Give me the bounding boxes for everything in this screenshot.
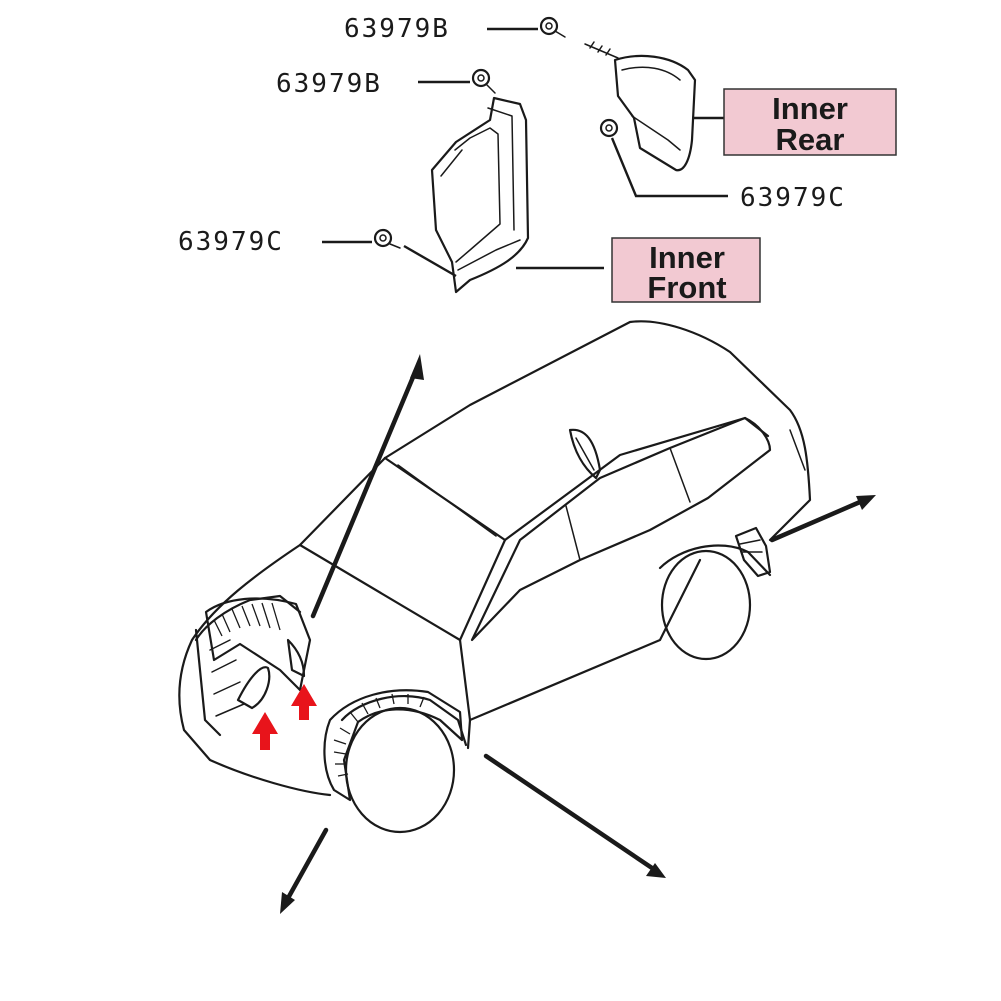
red-markers xyxy=(252,684,317,750)
label-box xyxy=(611,237,761,303)
arrow-down-right xyxy=(483,753,655,871)
part-number-label: 63979C xyxy=(178,227,284,257)
clip-icon xyxy=(539,16,566,38)
direction-arrows xyxy=(280,354,876,914)
inner-rear-liner-part xyxy=(584,41,697,172)
arrow-head xyxy=(410,354,424,380)
clip-63979c-front: 63979C xyxy=(178,227,401,257)
label-line-2: Rear xyxy=(776,122,845,157)
label-line-1: Inner xyxy=(649,240,725,275)
arrow-up xyxy=(310,367,419,619)
arrow-down-left xyxy=(284,827,329,903)
arrow-head xyxy=(280,892,295,914)
arrow-head xyxy=(856,495,876,510)
label-box xyxy=(723,88,897,156)
front-liner-installed xyxy=(204,597,312,692)
inner-front-liner-part xyxy=(430,96,530,294)
arrow-head xyxy=(646,863,666,878)
inner-front-label: Inner Front xyxy=(611,237,761,305)
leader-line xyxy=(610,137,728,198)
arrow-right xyxy=(769,499,863,543)
leader-line xyxy=(403,244,457,278)
label-line-1: Inner xyxy=(772,91,848,126)
clip-63979b-top: 63979B xyxy=(344,14,566,44)
wheel-liner-installed xyxy=(323,689,464,802)
clip-63979c-rear: 63979C xyxy=(599,118,846,213)
rear-liner-installed xyxy=(734,526,772,578)
clip-63979b-second: 63979B xyxy=(276,68,496,99)
clip-icon xyxy=(373,228,401,249)
red-arrow-marker xyxy=(291,684,317,720)
part-number-label: 63979C xyxy=(740,183,846,213)
part-number-label: 63979B xyxy=(344,14,450,44)
vehicle-illustration xyxy=(178,320,812,834)
clip-icon xyxy=(471,68,496,94)
part-number-label: 63979B xyxy=(276,69,382,99)
clip-icon xyxy=(599,118,619,138)
inner-rear-label: Inner Rear xyxy=(723,88,897,157)
red-arrow-marker xyxy=(252,712,278,750)
label-line-2: Front xyxy=(647,270,726,305)
